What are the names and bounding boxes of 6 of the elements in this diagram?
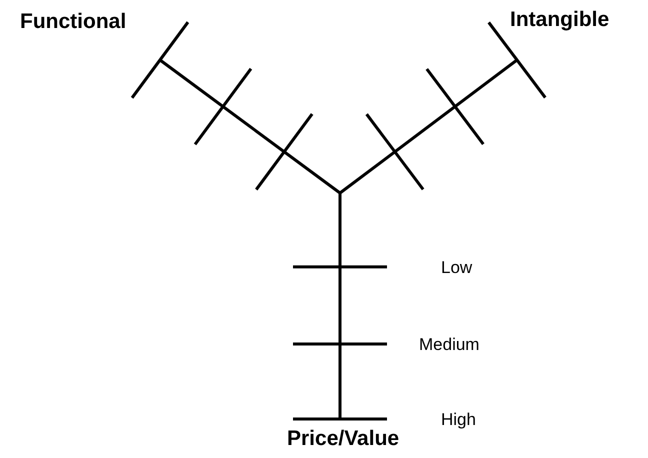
tick-label: Medium [419,335,480,355]
tick-label: Low [441,258,472,278]
axis-title: Functional [20,10,126,34]
axis-title: Price/Value [287,427,400,451]
tick-label: High [441,410,476,430]
axis-title: Intangible [510,8,610,32]
